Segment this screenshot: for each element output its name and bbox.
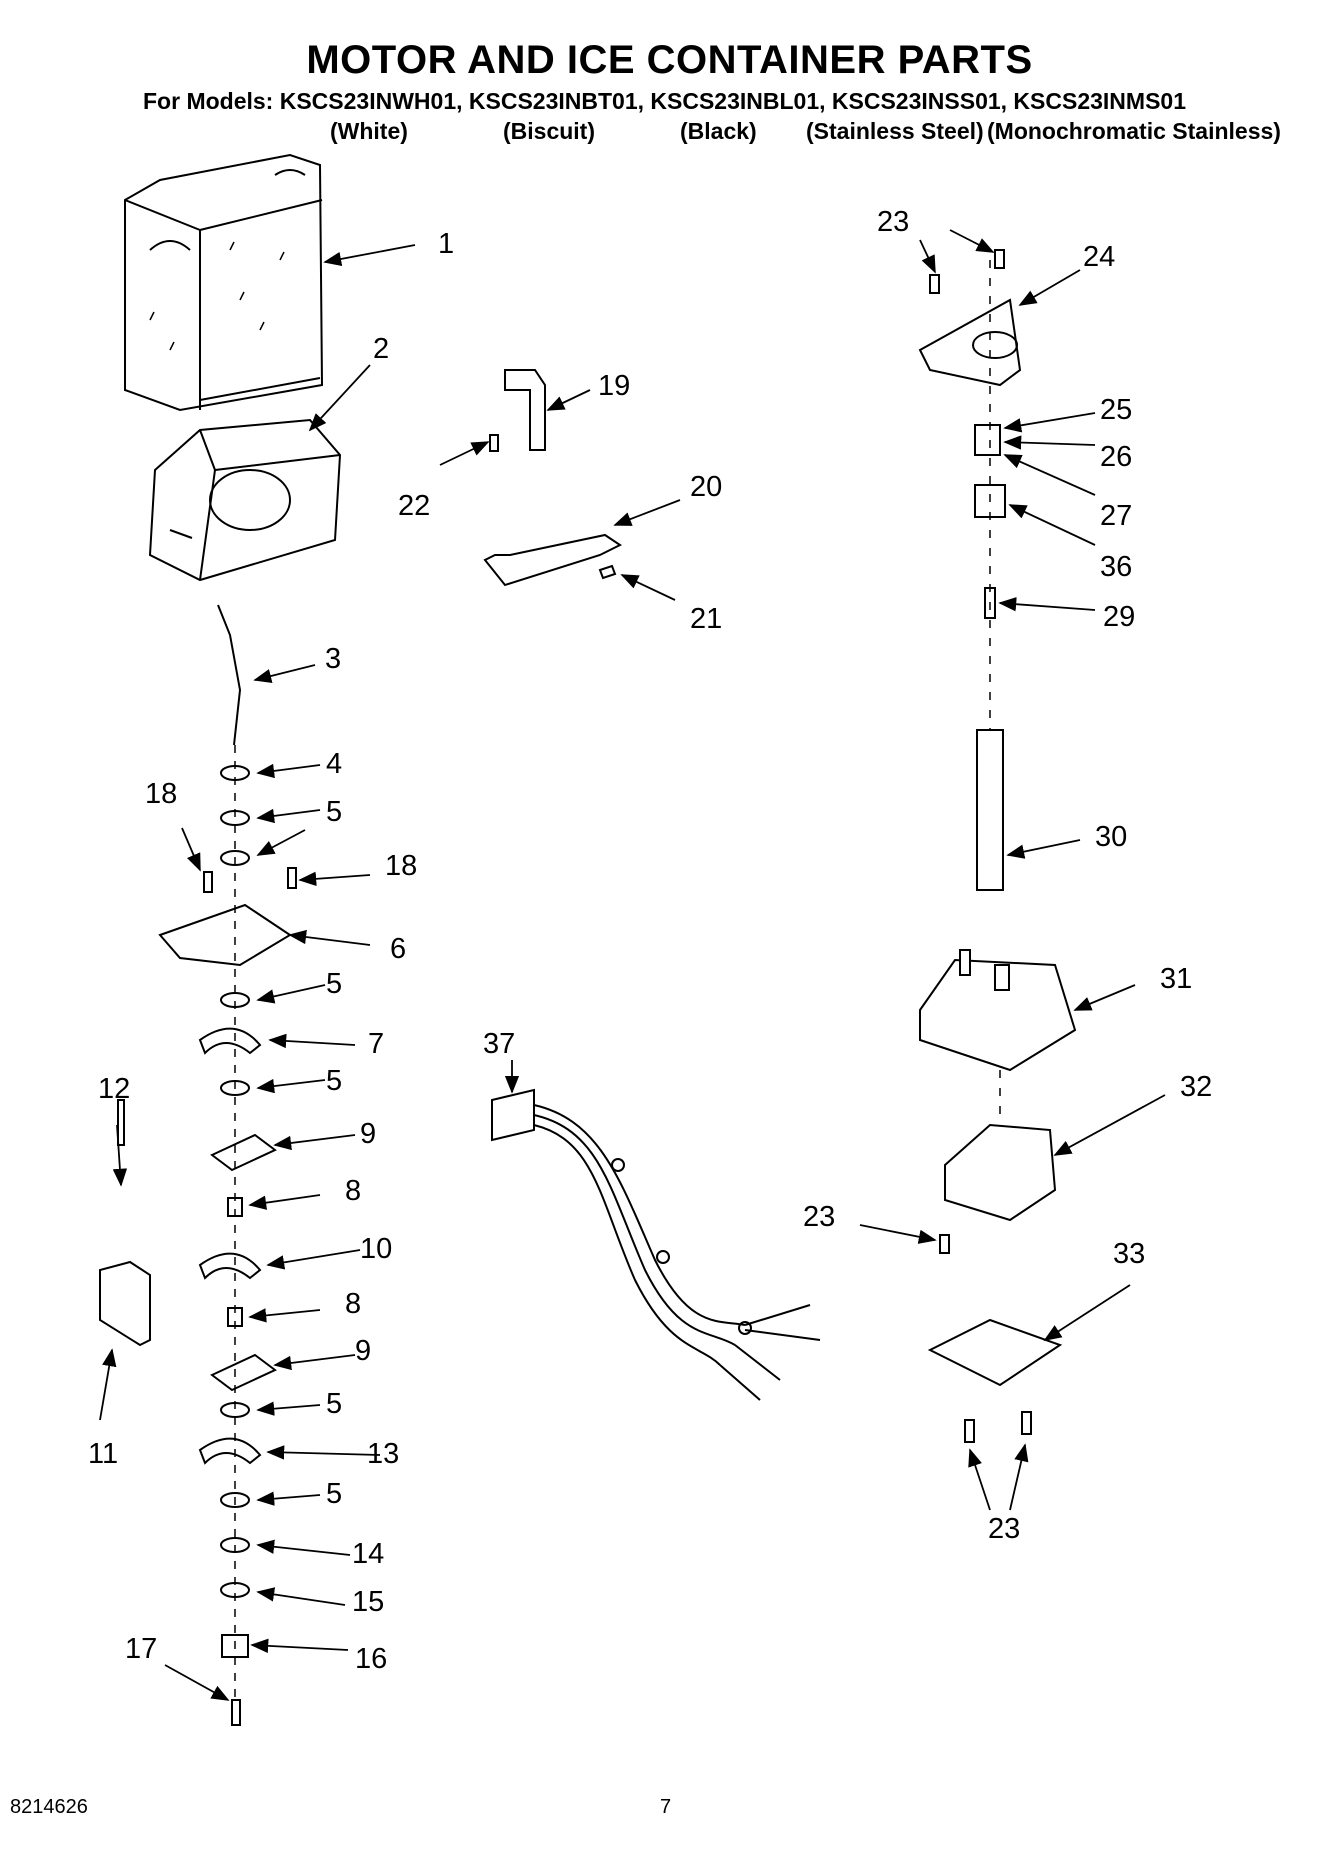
- ice-container-bin: [124, 153, 324, 412]
- bearing-parts-25-27: [974, 424, 1001, 456]
- bracket-part-19: [504, 369, 546, 451]
- callout-30: 30: [1095, 821, 1128, 853]
- callout-5e: 5: [326, 1478, 343, 1510]
- callout-21: 21: [690, 603, 723, 635]
- callout-5c: 5: [326, 1065, 343, 1097]
- callout-4: 4: [326, 748, 343, 780]
- callout-11: 11: [88, 1438, 119, 1470]
- harness-wires: [533, 1104, 746, 1366]
- callout-13: 13: [367, 1438, 400, 1470]
- callout-16: 16: [355, 1643, 388, 1675]
- callout-29: 29: [1103, 601, 1136, 633]
- callout-22: 22: [398, 490, 431, 522]
- document-code: 8214626: [10, 1796, 88, 1818]
- lever-part-20: [483, 533, 622, 587]
- screw-part-23-top-right: [994, 249, 1005, 269]
- callout-26: 26: [1100, 441, 1133, 473]
- callout-20: 20: [690, 471, 723, 503]
- screw-part-23-motor: [939, 1234, 950, 1254]
- callout-31: 31: [1160, 963, 1193, 995]
- harness-leads: [719, 1304, 821, 1401]
- spring-part-29: [984, 587, 996, 619]
- callout-23c: 23: [988, 1513, 1021, 1545]
- callout-10: 10: [360, 1233, 393, 1265]
- callout-12: 12: [98, 1073, 131, 1105]
- callout-5a: 5: [326, 796, 343, 828]
- callout-9b: 9: [355, 1335, 372, 1367]
- callout-5b: 5: [326, 968, 343, 1000]
- callout-3: 3: [325, 643, 342, 675]
- callout-7: 7: [368, 1028, 385, 1060]
- auger-rod: [217, 604, 242, 746]
- mount-plate-part-24: [918, 298, 1022, 387]
- callout-15: 15: [352, 1586, 385, 1618]
- screw-part-22: [489, 434, 499, 452]
- callout-25: 25: [1100, 394, 1133, 426]
- callout-9a: 9: [360, 1118, 377, 1150]
- callout-24: 24: [1083, 241, 1116, 273]
- spring-part-21: [598, 564, 617, 580]
- harness-clip-1: [611, 1158, 625, 1172]
- callout-37: 37: [483, 1028, 516, 1060]
- color-black: (Black): [680, 118, 757, 144]
- shaft-part-30: [976, 729, 1004, 891]
- callout-6: 6: [390, 933, 407, 965]
- callout-19: 19: [598, 370, 631, 402]
- pin-part-12: [117, 1099, 125, 1146]
- callout-18a: 18: [145, 778, 178, 810]
- callout-23b: 23: [803, 1201, 836, 1233]
- motor-part-32: [944, 1123, 1057, 1222]
- motor-cover-shaft: [994, 964, 1010, 991]
- mount-plate-hole: [972, 331, 1018, 359]
- gasket-part-33: [927, 1318, 1063, 1387]
- block-part-11: [99, 1260, 151, 1347]
- page-title: MOTOR AND ICE CONTAINER PARTS: [306, 38, 1033, 82]
- screw-part-23-top-left: [929, 274, 940, 294]
- callout-14: 14: [352, 1538, 385, 1570]
- models-line: For Models: KSCS23INWH01, KSCS23INBT01, …: [143, 88, 1186, 114]
- callout-2: 2: [373, 333, 390, 365]
- callout-32: 32: [1180, 1071, 1213, 1103]
- callout-8a: 8: [345, 1175, 362, 1207]
- color-stainless-steel: (Stainless Steel): [806, 118, 984, 144]
- color-biscuit: (Biscuit): [503, 118, 595, 144]
- motor-cover-part-31: [919, 958, 1077, 1072]
- crusher-housing: [148, 418, 342, 582]
- callout-18b: 18: [385, 850, 418, 882]
- screw-part-23-bottom-right: [1021, 1411, 1032, 1435]
- harness-clip-2: [656, 1250, 670, 1264]
- page-number: 7: [660, 1796, 672, 1818]
- harness-connector-part-37: [491, 1088, 535, 1142]
- harness-clip-3: [738, 1321, 752, 1335]
- screw-part-23-bottom-left: [964, 1419, 975, 1443]
- shaft-stack-parts: [158, 765, 297, 1726]
- callout-27: 27: [1100, 500, 1133, 532]
- callout-5d: 5: [326, 1388, 343, 1420]
- callout-36: 36: [1100, 551, 1133, 583]
- callout-33: 33: [1113, 1238, 1146, 1270]
- callout-23a: 23: [877, 206, 910, 238]
- callout-1: 1: [438, 228, 455, 260]
- color-monochromatic-stainless: (Monochromatic Stainless): [987, 118, 1281, 144]
- callout-17: 17: [125, 1633, 158, 1665]
- callout-8b: 8: [345, 1288, 362, 1320]
- motor-cover-post: [959, 949, 971, 976]
- color-white: (White): [330, 118, 408, 144]
- leader-lines: [99, 229, 1166, 1701]
